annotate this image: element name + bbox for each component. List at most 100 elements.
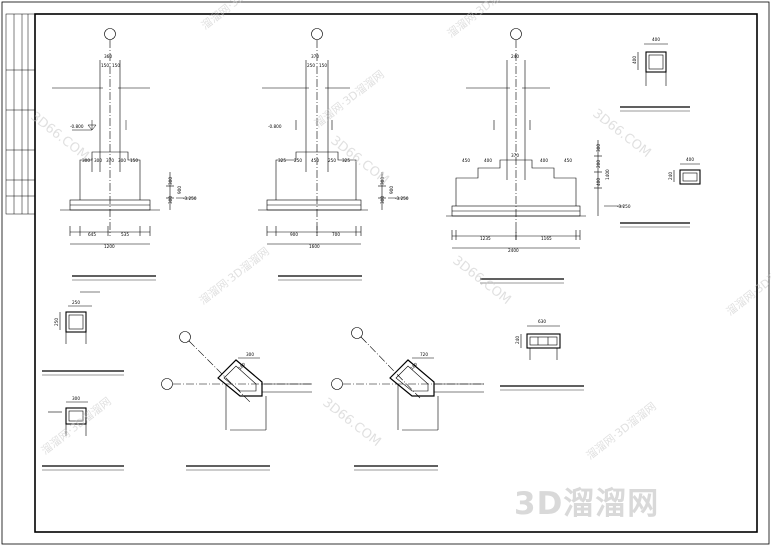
footing-1-base-1: 535 (121, 232, 129, 237)
footing-1-side-2: 900 (177, 186, 182, 194)
column-section-2 (673, 163, 701, 185)
footing-1-step-4: 150 (130, 158, 138, 163)
c4-title-line (42, 370, 124, 376)
column-section-4 (59, 291, 100, 344)
watermark-site: 3D66.COM (450, 253, 514, 308)
footing-3-elev-b: -3.250 (617, 204, 631, 209)
watermark-site: 3D66.COM (320, 395, 384, 450)
footing-1-side-0: 300 (168, 177, 173, 185)
footing-3-step-2: 370 (511, 153, 519, 158)
footing-1 (52, 28, 174, 245)
corner2-dim-b: 180 (409, 361, 418, 370)
footing-2-title-line (278, 275, 362, 281)
corner1-dim-b: 180 (237, 361, 246, 370)
footing-2-side-0: 300 (380, 177, 385, 185)
watermark-site: 3D66.COM (328, 133, 392, 188)
c5-title-line (42, 465, 124, 471)
footing-3-side-0: 300 (596, 144, 601, 152)
footing-1-side-1: 300 (168, 196, 173, 204)
axis-bubble (161, 378, 173, 390)
watermark-network: 溜溜网·3D溜溜网 (583, 399, 659, 462)
axis-bubble (104, 28, 116, 40)
footing-3-side-2: 400 (596, 178, 601, 186)
footing-2-step-2: 450 (311, 158, 319, 163)
corner-section-2 (331, 327, 484, 431)
footing-1-elev-b: -3.250 (183, 196, 197, 201)
c5-width: 300 (72, 396, 80, 401)
footing-2-step-4: 325 (342, 158, 350, 163)
footing-3-step-4: 450 (564, 158, 572, 163)
footing-1-base-0: 645 (88, 232, 96, 237)
c1-width: 400 (652, 37, 660, 42)
watermark-network: 溜溜网·3D溜溜网 (38, 394, 114, 457)
c4-height: 250 (54, 318, 59, 326)
axis-bubble (179, 331, 191, 343)
c2-height: 240 (668, 172, 673, 180)
watermark-network: 溜溜网·3D溜溜网 (196, 244, 272, 307)
watermark-network: 溜溜网·3D溜溜网 (444, 0, 520, 40)
axis-bubble (311, 28, 323, 40)
footing-3-side-3: 1400 (605, 169, 610, 180)
footing-3-top-width: 240 (511, 54, 519, 59)
footing-1-elev-a: -0.800 (70, 124, 84, 129)
footing-2-base-0: 900 (290, 232, 298, 237)
footing-3-side-1: 200 (596, 160, 601, 168)
footing-3-step-1: 400 (484, 158, 492, 163)
corner1-title-line (186, 465, 270, 471)
footing-2-elev-a: -0.800 (268, 124, 282, 129)
footing-1-step-0: 300 (82, 158, 90, 163)
footing-2-top-split-a: 250 (307, 63, 315, 68)
footing-2-step-1: 250 (294, 158, 302, 163)
footing-2 (258, 28, 408, 245)
axis-bubble (331, 378, 343, 390)
axis-bubble (351, 327, 363, 339)
footing-1-title-line (72, 275, 156, 281)
footing-3-base-1: 1165 (541, 236, 552, 241)
footing-1-elev (72, 120, 196, 199)
footing-1-top-split-a: 150 (101, 63, 109, 68)
c3-title-line (500, 385, 584, 391)
watermark-site: 3D66.COM (28, 109, 92, 164)
corner1-dim-a: 300 (246, 352, 254, 357)
footing-2-elev-b: -3.250 (395, 196, 409, 201)
axis-bubble (510, 28, 522, 40)
c4-width: 250 (72, 300, 80, 305)
watermark-network: 溜溜网·3D溜溜网 (198, 0, 274, 32)
corner-section-1 (161, 331, 312, 431)
corner2-title-line (354, 465, 438, 471)
footing-1-step-1: 300 (94, 158, 102, 163)
footing-3-step-0: 450 (462, 158, 470, 163)
footing-3-title-line (480, 278, 564, 284)
column-section-1 (637, 43, 668, 86)
footing-2-side-1: 300 (380, 196, 385, 204)
c3-width: 630 (538, 319, 546, 324)
footing-1-top-split-b: 150 (112, 63, 120, 68)
watermark-network: 溜溜网·3D溜溜网 (723, 255, 771, 318)
corner2-dim-a: 720 (420, 352, 428, 357)
footing-3-base-0: 1235 (480, 236, 491, 241)
footing-2-side-2: 900 (389, 186, 394, 194)
footing-2-base-1: 700 (332, 232, 340, 237)
footing-2-total: 1600 (309, 244, 320, 249)
footing-1-total: 1200 (104, 244, 115, 249)
title-strip (5, 13, 36, 215)
footing-1-top-width: 360 (104, 54, 112, 59)
footing-1-step-2: 370 (106, 158, 114, 163)
c1-height: 400 (632, 56, 637, 64)
c1-title-line (620, 106, 690, 112)
footing-3 (446, 28, 624, 249)
footing-2-top-width: 370 (311, 54, 319, 59)
brand-watermark: 3D溜溜网 (514, 486, 660, 522)
footing-2-step-3: 250 (328, 158, 336, 163)
c2-width: 400 (686, 157, 694, 162)
inner-frame (34, 13, 758, 533)
footing-2-step-0: 325 (278, 158, 286, 163)
footing-3-total: 2400 (508, 248, 519, 253)
footing-3-step-3: 400 (540, 158, 548, 163)
watermark-network: 溜溜网·3D溜溜网 (311, 67, 387, 130)
column-section-5 (48, 401, 88, 436)
footing-2-top-split-b: 150 (319, 63, 327, 68)
column-section-3 (520, 325, 561, 360)
